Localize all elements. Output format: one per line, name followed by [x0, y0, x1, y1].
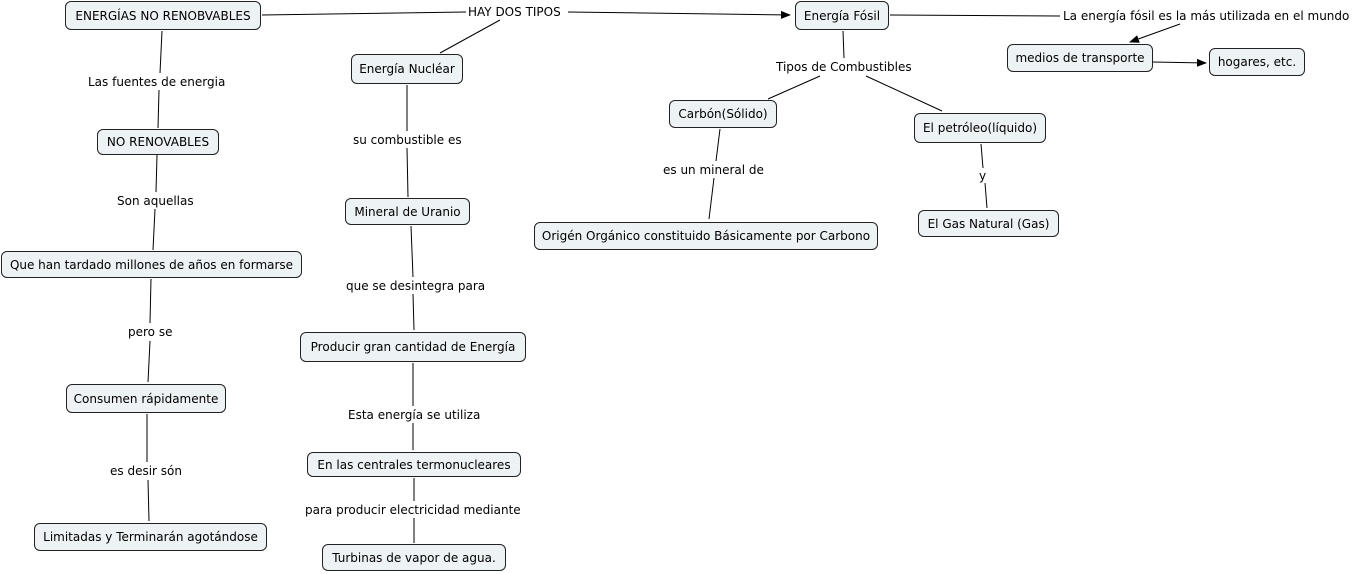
concept-carbon[interactable]: Carbón(Sólido)	[669, 100, 777, 128]
link-label-y: y	[977, 169, 989, 183]
link-label-mas-utilizada: La energía fósil es la más utilizada en …	[1061, 9, 1352, 23]
concept-hogares[interactable]: hogares, etc.	[1209, 48, 1305, 76]
concept-energia-nuclear[interactable]: Energía Nucléar	[351, 54, 463, 84]
link-label-tipos-combustibles: Tipos de Combustibles	[774, 60, 914, 74]
concept-producir-energia[interactable]: Producir gran cantidad de Energía	[300, 332, 526, 362]
link-label-pero-se: pero se	[126, 325, 175, 339]
link-label-mineral-de: es un mineral de	[661, 163, 766, 177]
link-label-para-producir: para producir electricidad mediante	[303, 503, 523, 517]
link-label-se-desintegra: que se desintegra para	[344, 279, 488, 293]
link-label-son-aquellas: Son aquellas	[115, 194, 196, 208]
concept-limitadas[interactable]: Limitadas y Terminarán agotándose	[34, 523, 267, 551]
concept-petroleo[interactable]: El petróleo(líquido)	[914, 113, 1046, 143]
concept-energias-no-renovables[interactable]: ENERGÍAS NO RENOBVABLES	[65, 1, 261, 30]
concept-no-renovables[interactable]: NO RENOVABLES	[97, 129, 219, 155]
link-label-es-decir: es desir són	[108, 464, 184, 478]
concept-gas-natural[interactable]: El Gas Natural (Gas)	[918, 210, 1059, 237]
concept-origen-organico[interactable]: Origén Orgánico constituido Básicamente …	[534, 222, 878, 250]
concept-consumen[interactable]: Consumen rápidamente	[66, 384, 226, 413]
link-label-fuentes: Las fuentes de energia	[86, 75, 228, 89]
link-label-hay-dos-tipos: HAY DOS TIPOS	[466, 5, 563, 19]
concept-energia-fosil[interactable]: Energía Fósil	[795, 1, 889, 30]
concept-mineral-uranio[interactable]: Mineral de Uranio	[345, 198, 470, 225]
concept-turbinas[interactable]: Turbinas de vapor de agua.	[322, 544, 506, 571]
link-label-se-utiliza: Esta energía se utiliza	[346, 408, 483, 422]
concept-medios-transporte[interactable]: medios de transporte	[1007, 44, 1153, 72]
concept-millones-anos[interactable]: Que han tardado millones de años en form…	[1, 251, 302, 278]
link-label-su-combustible: su combustible es	[351, 133, 464, 147]
concept-centrales[interactable]: En las centrales termonucleares	[307, 452, 521, 477]
